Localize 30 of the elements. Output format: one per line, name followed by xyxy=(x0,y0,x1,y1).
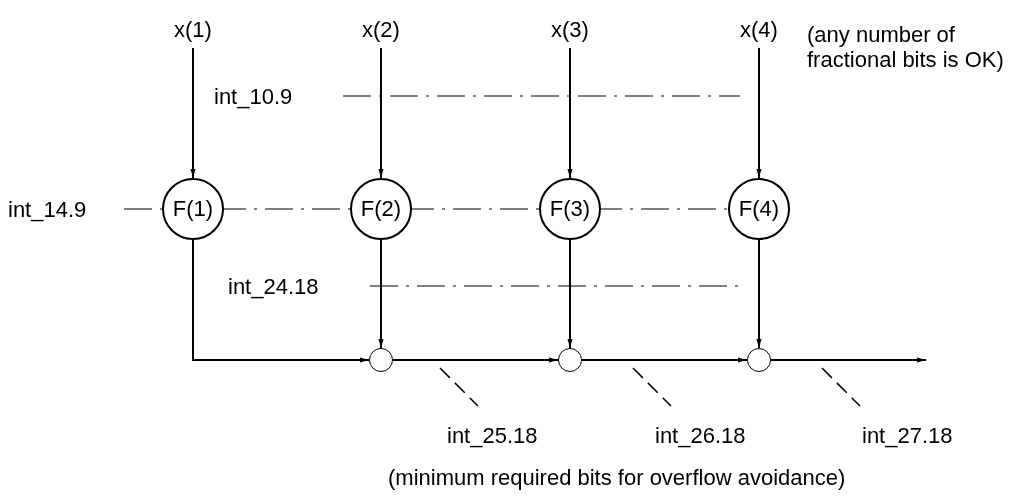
arrow xyxy=(756,239,762,349)
adder-circle xyxy=(747,348,771,372)
adder-circle xyxy=(558,348,582,372)
bit-width-label: int_26.18 xyxy=(655,423,746,448)
bit-width-label: int_25.18 xyxy=(447,423,538,448)
bit-width-label: int_27.18 xyxy=(862,423,953,448)
input-label: x(1) xyxy=(163,16,223,44)
arrow xyxy=(770,357,927,363)
function-circle: F(3) xyxy=(539,178,601,240)
arrow xyxy=(567,47,573,179)
note: (any number of fractional bits is OK) xyxy=(807,22,1005,72)
arrow xyxy=(581,357,748,363)
function-circle: F(4) xyxy=(728,178,790,240)
arrow xyxy=(756,47,762,179)
adder-circle xyxy=(369,348,393,372)
arrow xyxy=(378,47,384,179)
bit-width-label: int_14.9 xyxy=(8,197,87,222)
note: (minimum required bits for overflow avoidance) xyxy=(388,465,846,490)
function-circle: F(1) xyxy=(162,178,224,240)
input-label: x(4) xyxy=(729,16,789,44)
bit-width-label: int_10.9 xyxy=(214,84,293,109)
function-circle: F(2) xyxy=(350,178,412,240)
input-label: x(2) xyxy=(351,16,411,44)
arrow xyxy=(392,357,559,363)
bit-width-label: int_24.18 xyxy=(228,274,319,299)
arrow xyxy=(192,239,370,363)
arrow xyxy=(190,47,196,179)
arrow xyxy=(378,239,384,349)
input-label: x(3) xyxy=(540,16,600,44)
arrow xyxy=(567,239,573,349)
